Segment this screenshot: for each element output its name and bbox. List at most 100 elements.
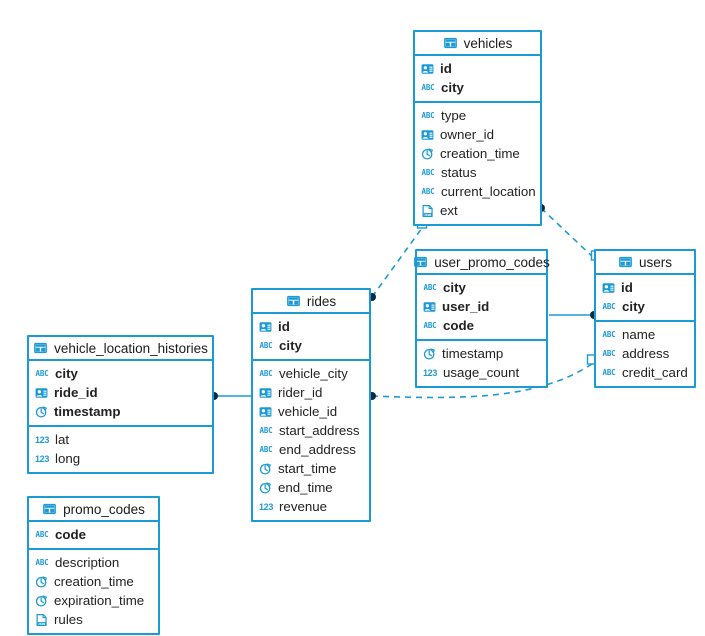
field-label: user_id (442, 299, 490, 314)
field-label: rules (54, 612, 83, 627)
table-title: users (638, 254, 672, 270)
number-type-icon: 123 (34, 434, 50, 445)
field-row[interactable]: user_id (417, 297, 546, 316)
field-row[interactable]: rider_id (253, 383, 369, 402)
field-label: current_location (441, 184, 536, 199)
field-row[interactable]: creation_time (415, 144, 540, 163)
field-row[interactable]: timestamp (417, 344, 546, 363)
field-label: lat (55, 432, 70, 447)
table-header-vehicle_location_histories[interactable]: vehicle_location_histories (29, 337, 212, 361)
string-type-icon: ABC (35, 529, 49, 539)
field-row[interactable]: id (253, 317, 369, 336)
field-label: city (443, 280, 466, 295)
field-label: address (622, 346, 670, 361)
field-label: credit_card (622, 365, 688, 380)
field-label: vehicle_city (279, 366, 348, 381)
table-header-vehicles[interactable]: vehicles (415, 32, 540, 56)
table-icon (413, 255, 428, 269)
number-type-icon: 123 (258, 501, 274, 512)
table-header-rides[interactable]: rides (253, 290, 369, 314)
number-type-icon: 123 (34, 453, 50, 464)
field-row[interactable]: vehicle_id (253, 402, 369, 421)
string-type-icon: ABC (423, 282, 437, 292)
timestamp-type-icon (34, 575, 49, 589)
field-row[interactable]: ride_id (29, 383, 212, 402)
uuid-key-icon (258, 386, 273, 400)
string-type-icon: ABC (421, 110, 435, 120)
field-label: long (55, 451, 81, 466)
timestamp-type-icon (420, 147, 435, 161)
relationship-rel-users-user_promo_codes (549, 311, 598, 319)
timestamp-type-icon (258, 481, 273, 495)
field-label: start_time (278, 461, 337, 476)
field-label: id (440, 61, 452, 76)
string-type-icon: ABC (602, 367, 616, 377)
field-label: code (443, 318, 475, 333)
field-label: city (441, 80, 464, 95)
field-row[interactable]: 123 revenue (253, 497, 369, 516)
table-title: vehicle_location_histories (54, 340, 208, 356)
string-type-icon: ABC (423, 320, 437, 330)
field-row[interactable]: ABC code (417, 316, 546, 335)
field-row[interactable]: timestamp (29, 402, 212, 421)
field-row[interactable]: end_time (253, 478, 369, 497)
column-section-vehicle_location_histories: 123 lat 123 long (29, 427, 212, 472)
field-row[interactable]: id (596, 278, 694, 297)
table-title: user_promo_codes (434, 254, 550, 270)
field-row[interactable]: ABC city (417, 278, 546, 297)
field-row[interactable]: ABC credit_card (596, 363, 694, 382)
field-label: creation_time (54, 574, 134, 589)
table-header-user_promo_codes[interactable]: user_promo_codes (414, 251, 550, 275)
field-label: end_time (278, 480, 333, 495)
field-row[interactable]: id (415, 59, 540, 78)
field-row[interactable]: expiration_time (29, 591, 158, 610)
field-row[interactable]: owner_id (415, 125, 540, 144)
svg-text:JSON: JSON (424, 212, 431, 216)
field-label: status (441, 165, 477, 180)
field-label: city (55, 366, 78, 381)
uuid-key-icon (34, 386, 49, 400)
field-row[interactable]: creation_time (29, 572, 158, 591)
field-row[interactable]: 123 long (29, 449, 212, 468)
field-label: creation_time (440, 146, 520, 161)
field-row[interactable]: start_time (253, 459, 369, 478)
string-type-icon: ABC (259, 340, 273, 350)
table-header-users[interactable]: users (596, 251, 694, 275)
field-row[interactable]: 123 lat (29, 430, 212, 449)
field-label: vehicle_id (278, 404, 338, 419)
uuid-key-icon (601, 281, 616, 295)
field-label: revenue (279, 499, 328, 514)
table-header-promo_codes[interactable]: promo_codes (29, 498, 158, 522)
field-label: id (621, 280, 633, 295)
